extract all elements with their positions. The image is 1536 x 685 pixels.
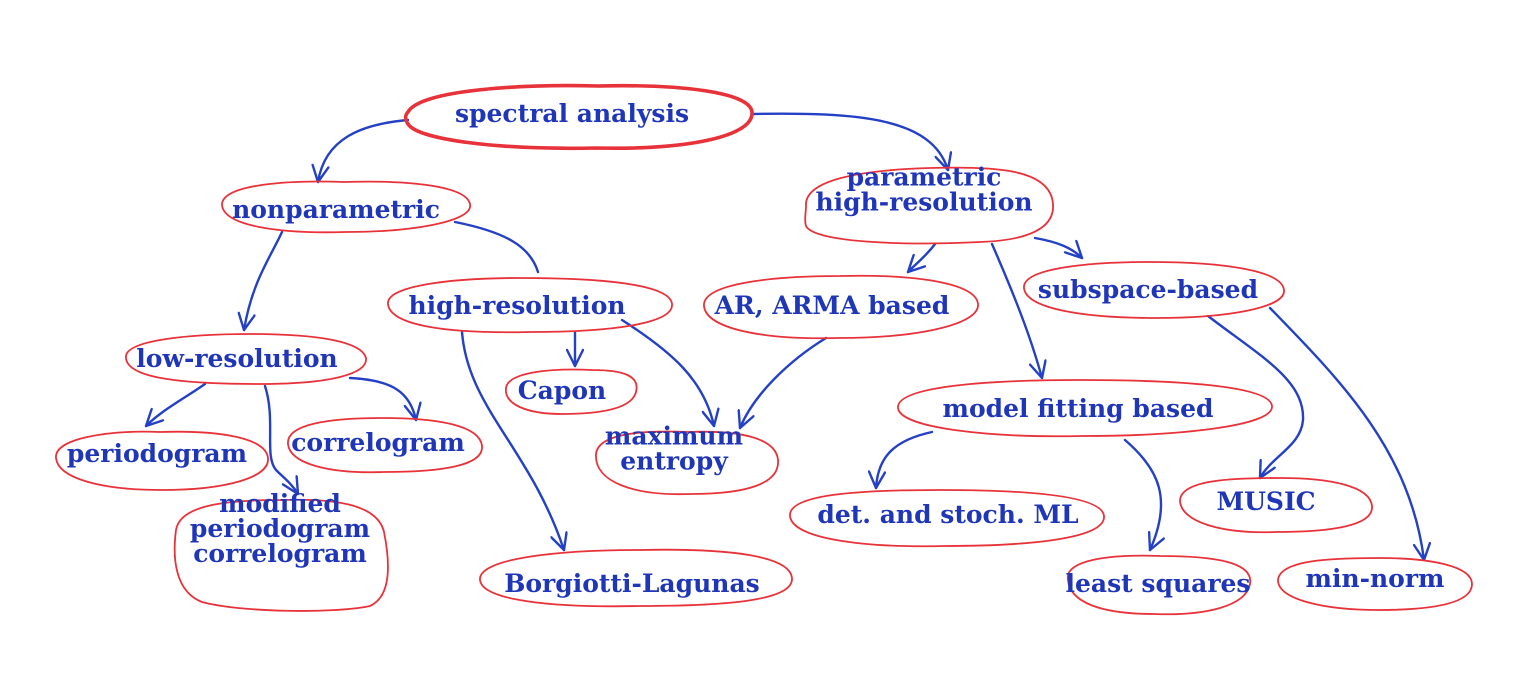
node-label-line: nonparametric <box>232 195 440 224</box>
node-label-line: Borgiotti-Lagunas <box>504 569 759 598</box>
edge-high-resolution-to-borgiotti <box>460 330 564 552</box>
node-music: MUSIC <box>1179 477 1373 534</box>
node-label: min-norm <box>1306 564 1445 593</box>
node-det-and-stoch-ml: det. and stoch. ML <box>789 489 1105 548</box>
node-borgiotti-lagunas: Borgiotti-Lagunas <box>479 548 793 608</box>
node-low-resolution: low-resolution <box>125 333 367 385</box>
node-nonparametric: nonparametric <box>221 180 471 234</box>
node-ar-arma-based: AR, ARMA based <box>703 274 979 340</box>
edge-subspace-to-min-norm <box>1268 306 1424 562</box>
node-label: low-resolution <box>136 344 337 373</box>
node-label-line: periodogram <box>190 514 370 543</box>
node-outline <box>1067 554 1251 616</box>
edge-nonparametric-to-low-resolution <box>244 230 284 332</box>
edge-high-resolution-to-maximum-entropy <box>620 318 714 428</box>
node-outline <box>505 368 638 415</box>
node-label-line: spectral analysis <box>455 99 689 128</box>
node-label: AR, ARMA based <box>714 291 950 320</box>
edge-nonparametric-to-high-resolution <box>453 220 540 274</box>
edges <box>144 112 1424 562</box>
edge-ar-arma-to-maximum-entropy <box>740 336 828 430</box>
edge-spectral-to-nonparametric <box>318 118 410 184</box>
node-least-squares: least squares <box>1065 554 1251 616</box>
node-label: model fitting based <box>943 394 1214 423</box>
node-outline <box>897 379 1273 438</box>
edge-model-fitting-to-least-squares <box>1123 438 1161 552</box>
node-outline <box>287 417 483 474</box>
node-label-line: det. and stoch. ML <box>817 500 1079 529</box>
node-label: correlogram <box>291 428 465 457</box>
node-label-line: min-norm <box>1306 564 1445 593</box>
nodes: spectral analysis nonparametric parametr… <box>55 83 1473 616</box>
node-label-line: correlogram <box>291 428 465 457</box>
node-label: Borgiotti-Lagunas <box>504 569 759 598</box>
node-outline <box>1179 477 1373 534</box>
node-outline <box>221 180 471 234</box>
node-outline <box>387 277 673 334</box>
edge-subspace-to-music <box>1206 314 1305 480</box>
node-label-line: high-resolution <box>815 187 1032 216</box>
node-label: spectral analysis <box>455 99 689 128</box>
node-outline <box>403 83 754 151</box>
node-outline <box>479 548 793 608</box>
node-correlogram: correlogram <box>287 417 483 474</box>
node-label: Capon <box>518 376 606 405</box>
node-outline <box>789 489 1105 548</box>
node-label: high-resolution <box>408 291 625 320</box>
node-subspace-based: subspace-based <box>1023 261 1285 319</box>
node-outline <box>125 333 367 385</box>
node-label-line: entropy <box>620 446 729 475</box>
node-label-line: Capon <box>518 376 606 405</box>
node-label: subspace-based <box>1038 275 1258 304</box>
edge-model-fitting-to-det-stoch-ml <box>876 430 934 490</box>
node-capon: Capon <box>505 368 638 415</box>
node-label: nonparametric <box>232 195 440 224</box>
node-outline <box>55 430 269 491</box>
node-label-line: AR, ARMA based <box>714 291 950 320</box>
node-outline <box>173 498 389 612</box>
edge-low-resolution-to-periodogram <box>144 382 207 428</box>
node-label-line: periodogram <box>67 439 247 468</box>
node-min-norm: min-norm <box>1277 557 1473 611</box>
node-outline <box>1277 557 1473 611</box>
node-label: det. and stoch. ML <box>817 500 1079 529</box>
node-label-line: correlogram <box>193 539 367 568</box>
node-label: periodogram <box>67 439 247 468</box>
node-label-line: subspace-based <box>1038 275 1258 304</box>
node-outline <box>595 430 779 496</box>
node-label-line: least squares <box>1065 569 1250 598</box>
node-label-line: MUSIC <box>1216 487 1315 516</box>
node-label-line: high-resolution <box>408 291 625 320</box>
node-high-resolution: high-resolution <box>387 277 673 334</box>
node-periodogram: periodogram <box>55 430 269 491</box>
edge-low-resolution-to-correlogram <box>348 376 416 422</box>
edge-parametric-to-ar-arma <box>906 242 937 274</box>
node-label-line: modified <box>219 489 341 518</box>
node-label-line: low-resolution <box>136 344 337 373</box>
node-outline <box>1023 261 1285 319</box>
node-label: MUSIC <box>1216 487 1315 516</box>
node-outline <box>804 166 1054 245</box>
node-label-line: model fitting based <box>943 394 1214 423</box>
node-outline <box>703 274 979 340</box>
node-spectral-analysis: spectral analysis <box>403 83 754 151</box>
node-label: least squares <box>1065 569 1250 598</box>
edge-parametric-to-subspace <box>1033 236 1084 260</box>
edge-low-resolution-to-modified <box>263 384 300 496</box>
node-model-fitting-based: model fitting based <box>897 379 1273 438</box>
node-label-line: maximum <box>605 421 743 450</box>
edge-spectral-to-parametric <box>750 112 948 172</box>
edge-parametric-to-model-fitting <box>990 242 1042 380</box>
node-label-line: parametric <box>847 162 1002 191</box>
